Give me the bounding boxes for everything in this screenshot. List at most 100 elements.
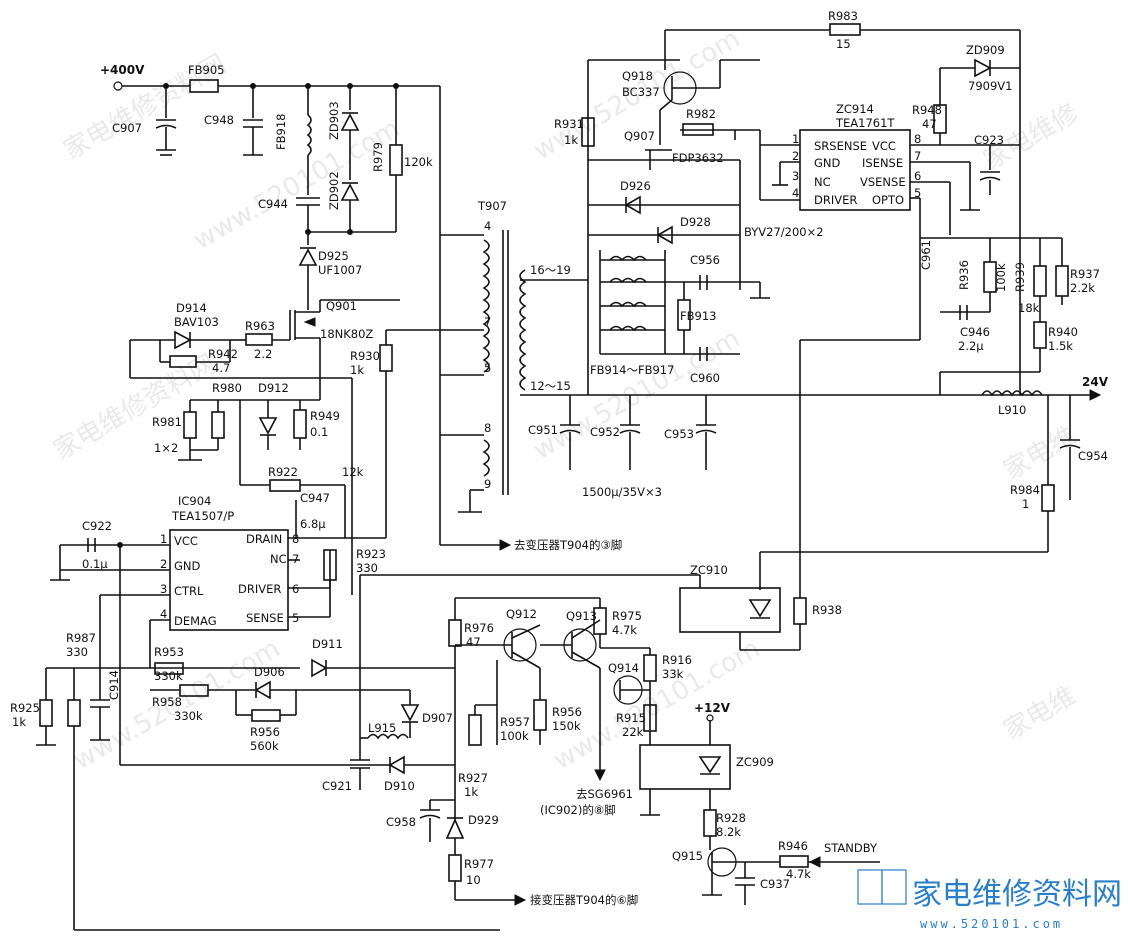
label-c944: C944: [258, 197, 288, 211]
pin-sense: SENSE: [246, 611, 284, 625]
logo-text: 家电维修资料网: [912, 877, 1122, 912]
label-r956a: R956: [250, 725, 280, 739]
pin-2: 2: [160, 557, 167, 571]
zc914-pin-8: 8: [914, 132, 921, 146]
label-r975: R975: [612, 609, 642, 623]
zc914-pin-3: 3: [792, 169, 799, 183]
label-d911: D911: [312, 637, 343, 651]
transformer-t907: [440, 230, 527, 551]
zc914-vcc: VCC: [872, 139, 896, 153]
label-zd903: ZD903: [327, 101, 341, 140]
label-r923-value: 330: [356, 561, 378, 575]
label-zd909: ZD909: [966, 43, 1005, 57]
zc914-pin-4: 4: [792, 186, 799, 200]
label-c961: C961: [919, 240, 933, 270]
label-r936: R936: [957, 260, 971, 290]
zc914-srsense: SRSENSE: [814, 139, 867, 153]
pin-gnd: GND: [174, 559, 201, 573]
label-r956b: R956: [552, 705, 582, 719]
label-d910: D910: [384, 779, 415, 793]
label-standby: STANDBY: [824, 841, 878, 855]
pin-drain: DRAIN: [246, 532, 282, 546]
label-q901: Q901: [326, 299, 357, 313]
pin-6: 6: [292, 582, 299, 596]
pin-driver: DRIVER: [238, 582, 281, 596]
label-l915: L915: [368, 721, 396, 735]
label-c952: C952: [590, 425, 620, 439]
label-t907: T907: [477, 199, 507, 213]
label-fb918: FB918: [274, 114, 288, 150]
svg-text:www.520101.com: www.520101.com: [189, 114, 406, 256]
primary-wiring: [36, 79, 700, 931]
label-r979: R979: [371, 142, 385, 172]
pin-1: 1: [160, 532, 167, 546]
winding-7: 7: [484, 315, 491, 329]
label-r980: R980: [212, 381, 242, 395]
label-fb905: FB905: [188, 63, 224, 77]
label-c923: C923: [974, 133, 1004, 147]
label-r940: R940: [1048, 325, 1078, 339]
label-r937: R937: [1070, 267, 1100, 281]
label-q907: Q907: [624, 129, 655, 143]
label-c958: C958: [386, 815, 416, 829]
label-r953-value: 330k: [154, 669, 183, 683]
label-r957-value: 100k: [500, 729, 529, 743]
label-q918: Q918: [622, 69, 653, 83]
label-c921: C921: [322, 779, 352, 793]
zc914-pin-7: 7: [914, 149, 921, 163]
label-d925-value: UF1007: [318, 263, 362, 277]
pin-vcc: VCC: [174, 534, 198, 548]
site-logo: 家电维修资料网 www.520101.com: [857, 869, 1122, 931]
label-r976: R976: [464, 621, 494, 635]
label-c947-value: 6.8μ: [300, 517, 326, 531]
pin-4: 4: [160, 607, 167, 621]
label-r915-value: 22k: [622, 725, 644, 739]
label-zc910: ZC910: [690, 563, 728, 577]
label-d907: D907: [422, 711, 453, 725]
zc914-vsense: VSENSE: [860, 175, 906, 189]
label-r957: R957: [500, 715, 530, 729]
label-r931: R931: [554, 117, 584, 131]
label-zc909: ZC909: [736, 755, 774, 769]
label-c922: C922: [82, 519, 112, 533]
winding-9: 9: [484, 477, 491, 491]
label-r982: R982: [686, 107, 716, 121]
label-r930-value: 1k: [350, 363, 364, 377]
winding-4: 4: [484, 219, 491, 233]
label-r922: R922: [268, 465, 298, 479]
label-r949-value: 0.1: [310, 425, 328, 439]
label-r958: R958: [152, 695, 182, 709]
label-r922-value: 12k: [342, 465, 364, 479]
pin-7: 7: [292, 552, 299, 566]
label-r936-value: 100k: [994, 263, 1008, 292]
label-zc914: ZC914: [836, 102, 874, 116]
zc914-driver: DRIVER: [814, 193, 857, 207]
label-r930: R930: [350, 349, 380, 363]
pin-3: 3: [160, 582, 167, 596]
zc914-pin-5: 5: [914, 186, 921, 200]
pin-nc: NC: [270, 552, 287, 566]
label-to-sg6961: 去SG6961: [576, 787, 633, 801]
label-r953: R953: [154, 645, 184, 659]
pin-demag: DEMAG: [174, 614, 217, 628]
label-q914: Q914: [608, 661, 639, 675]
label-12v: +12V: [694, 701, 731, 715]
label-r987-value: 330: [66, 645, 88, 659]
label-r981: R981: [152, 415, 182, 429]
label-fdp3632: FDP3632: [672, 151, 724, 165]
label-q913: Q913: [566, 609, 597, 623]
label-r983-value: 15: [836, 37, 851, 51]
svg-text:家电维: 家电维: [999, 421, 1082, 486]
label-r939-value: 18k: [1018, 301, 1040, 315]
label-r949: R949: [310, 409, 340, 423]
label-c922-value: 0.1μ: [82, 557, 108, 571]
label-d914: D914: [176, 301, 207, 315]
label-q915: Q915: [672, 849, 703, 863]
label-r946-value: 4.7k: [786, 867, 811, 881]
winding-16-19: 16～19: [530, 263, 571, 277]
label-r981-value: 1×2: [154, 441, 178, 455]
label-r948: R948: [912, 103, 942, 117]
zc914-pin-2: 2: [792, 149, 799, 163]
